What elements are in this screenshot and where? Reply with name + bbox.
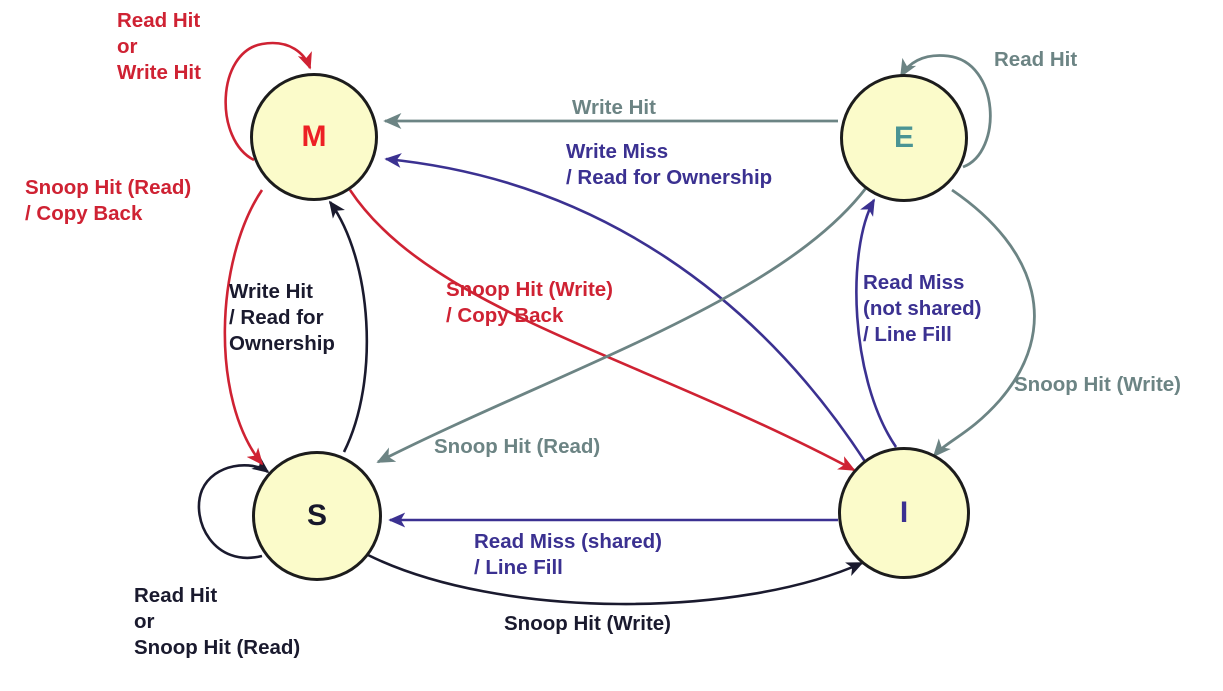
label-s-to-m: Write Hit / Read for Ownership bbox=[229, 280, 335, 355]
state-node-modified-label: M bbox=[301, 120, 327, 153]
edge-m-self-loop bbox=[224, 41, 312, 162]
label-m-to-i: Snoop Hit (Write) / Copy Back bbox=[446, 278, 614, 327]
edge-s-to-m bbox=[328, 200, 369, 453]
label-i-to-s: Read Miss (shared) / Line Fill bbox=[474, 530, 662, 579]
state-node-shared[interactable]: S bbox=[252, 451, 382, 581]
edge-i-to-m bbox=[384, 153, 868, 464]
label-i-to-e: Read Miss (not shared) / Line Fill bbox=[863, 271, 982, 346]
edge-s-self-loop bbox=[197, 456, 270, 560]
label-e-self-loop: Read Hit bbox=[994, 48, 1078, 71]
label-i-to-m: Write Miss / Read for Ownership bbox=[566, 140, 773, 189]
state-node-shared-label: S bbox=[306, 499, 327, 532]
state-node-modified[interactable]: M bbox=[250, 73, 378, 201]
label-m-self-loop: Read Hit or Write Hit bbox=[117, 9, 201, 84]
label-e-to-m: Write Hit bbox=[572, 96, 656, 119]
edge-e-to-i bbox=[932, 188, 1036, 458]
state-node-exclusive-label: E bbox=[893, 121, 914, 154]
state-node-invalid[interactable]: I bbox=[838, 447, 970, 579]
edge-e-self-loop bbox=[899, 54, 992, 169]
label-e-to-s: Snoop Hit (Read) bbox=[434, 435, 601, 458]
label-m-to-s: Snoop Hit (Read) / Copy Back bbox=[25, 176, 192, 225]
edge-m-to-i bbox=[348, 189, 856, 472]
label-s-self-loop: Read Hit or Snoop Hit (Read) bbox=[134, 584, 301, 659]
state-node-invalid-label: I bbox=[899, 496, 909, 529]
edge-s-to-i bbox=[367, 553, 864, 606]
edge-i-to-e bbox=[855, 198, 898, 448]
state-node-exclusive[interactable]: E bbox=[840, 74, 968, 202]
edge-m-to-s bbox=[223, 189, 264, 466]
label-s-to-i: Snoop Hit (Write) bbox=[504, 612, 672, 635]
edge-e-to-s bbox=[376, 187, 868, 464]
label-e-to-i: Snoop Hit (Write) bbox=[1014, 373, 1182, 396]
